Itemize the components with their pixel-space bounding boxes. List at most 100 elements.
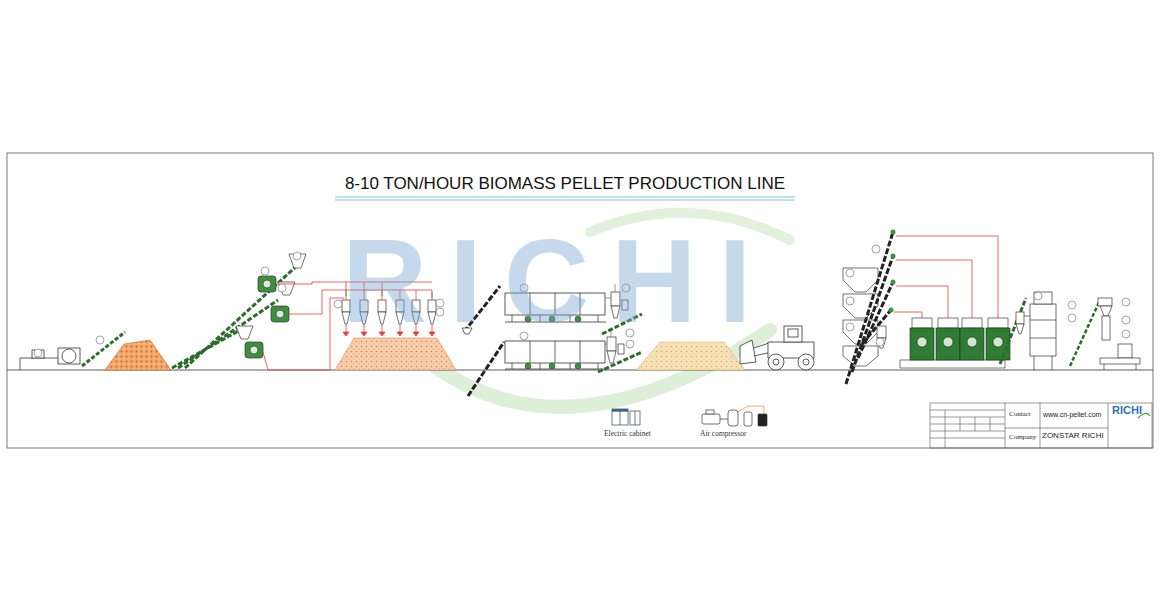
pipe-line: [894, 312, 922, 318]
title-block: [930, 431, 1005, 432]
title-block: [930, 438, 1005, 439]
hammer-mill: [276, 310, 284, 318]
feeding-belt: [32, 350, 44, 358]
cyclone: [877, 326, 886, 348]
wheel-loader: [784, 326, 802, 342]
electric-cabinet-icon: [620, 411, 621, 425]
packing-machine: [1098, 298, 1112, 306]
cyclone: [877, 338, 886, 348]
conveyor-head: [891, 230, 896, 235]
title-block: [930, 417, 1005, 418]
pellet-mill: [938, 318, 958, 328]
title-block: [930, 403, 1152, 448]
cyclone: [618, 344, 624, 354]
pellet-mill: [900, 360, 1005, 368]
electric-cabinet-icon: [635, 411, 636, 425]
pellet-mill: [993, 337, 1003, 347]
pellet-cooler: [1030, 338, 1056, 339]
inclined-conveyor: [178, 300, 278, 368]
callout-circle: [846, 269, 854, 277]
title-block: [945, 410, 946, 448]
callout-circle: [96, 336, 104, 344]
title-block: [1005, 428, 1108, 429]
hammer-mill: [271, 306, 289, 322]
callout-circle: [293, 252, 301, 260]
air-compressor-icon: [706, 410, 714, 414]
conveyor-head: [889, 308, 894, 313]
wheel-loader: [773, 359, 779, 365]
title-block: [1040, 403, 1041, 448]
pellet-mill: [900, 318, 1010, 368]
cyclone: [877, 326, 886, 338]
bucket-elevator: [1070, 300, 1100, 366]
packing-machine: [1118, 344, 1132, 358]
callout-circle: [626, 340, 634, 348]
screw-conveyor: [858, 282, 893, 358]
hammer-mill: [250, 346, 258, 354]
dryer-support: [512, 363, 513, 369]
pellet-mill: [986, 328, 1010, 360]
wheel-loader: [788, 329, 798, 337]
wheel-loader: [798, 354, 814, 370]
inclined-conveyor: [172, 263, 300, 368]
dryer-support: [540, 363, 541, 369]
screw-conveyor: [468, 342, 504, 396]
packing-machine: [1100, 358, 1140, 364]
inclined-conveyor: [598, 352, 642, 372]
packing-machine: [1098, 298, 1140, 370]
pellet-mill: [910, 328, 934, 360]
title-block-cell: Contactwww.cn-pellet.comCompanyZONSTAR R…: [1006, 404, 1107, 447]
pellet-cooler: [1030, 320, 1056, 321]
conveyor-head: [891, 280, 896, 285]
logo-text: RICHI: [1112, 405, 1142, 416]
watermark-swoosh: [420, 330, 770, 407]
dryer-support: [530, 341, 531, 363]
rotary-dryer: [505, 369, 606, 370]
dryer-support: [570, 363, 571, 369]
feeding-belt: [20, 358, 21, 370]
electric-cabinet-icon: [612, 409, 628, 411]
pellet-cooler: [1052, 356, 1053, 370]
title-block: [930, 403, 1152, 448]
ground-line: [930, 370, 1153, 371]
air-compressor-icon: [720, 419, 728, 420]
title-underline: [335, 197, 795, 200]
bucket-elevator: [1070, 300, 1100, 366]
packing-machine: [1136, 364, 1137, 370]
wheel-loader: [768, 354, 784, 370]
pipe-line: [896, 260, 972, 318]
pellet-mill: [962, 318, 982, 328]
air-compressor-icon: [702, 406, 767, 426]
pipe-line: [263, 298, 344, 370]
conveyor-head: [891, 254, 896, 259]
pipe-line: [605, 344, 607, 345]
callout-circle: [261, 267, 269, 275]
electric-cabinet-icon: [612, 409, 640, 425]
title-block: [930, 410, 1005, 411]
callout-circle: [872, 245, 880, 253]
dryer-drive: [549, 363, 555, 369]
callout-circle: [34, 349, 42, 357]
pellet-cooler: [1024, 316, 1030, 317]
title-block: [990, 417, 991, 431]
pipe-line: [896, 236, 998, 318]
pellet-mill: [967, 337, 977, 347]
legend-caption: Air compressor: [700, 430, 746, 438]
diagram-title: 8-10 TON/HOUR BIOMASS PELLET PRODUCTION …: [335, 175, 795, 194]
company-value: ZONSTAR RICHI: [1042, 432, 1104, 441]
wheel-loader: [740, 340, 756, 364]
callout-circle: [1122, 298, 1130, 306]
title-block: [975, 417, 976, 431]
pellet-mill: [936, 328, 960, 360]
callout-circle: [876, 338, 884, 346]
callout-circle: [278, 284, 286, 292]
pellet-mill: [943, 337, 953, 347]
dryer-support: [555, 341, 556, 363]
title-underline: [335, 200, 795, 201]
pellet-mill: [912, 318, 932, 328]
field-label: Contact: [1009, 411, 1031, 419]
screw-conveyor: [852, 256, 893, 372]
callout-circle: [1034, 292, 1042, 300]
title-block: [930, 424, 1005, 425]
screw-conveyor: [846, 232, 893, 384]
